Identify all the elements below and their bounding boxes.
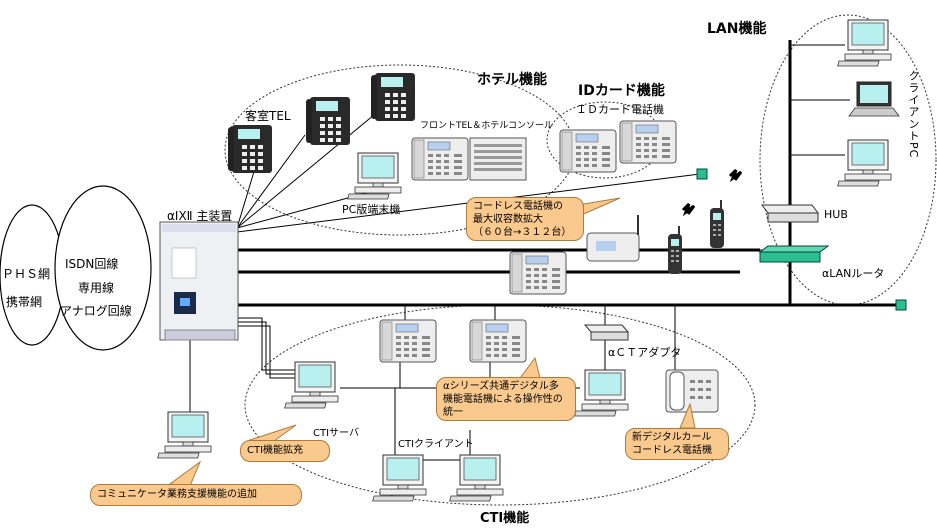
hotel-console bbox=[469, 137, 527, 181]
cti-client-label: CTIクライアント bbox=[398, 439, 474, 450]
lan-end-node bbox=[696, 168, 708, 180]
cti-function-label: CTI機能 bbox=[480, 511, 530, 526]
cct-adapter-label: αＣＴアダプタ bbox=[608, 346, 682, 359]
alpha-lan-router bbox=[758, 245, 830, 263]
new-cordless-callout: 新デジタルカール コードレス電話機 bbox=[625, 428, 729, 460]
cordless-handset bbox=[710, 200, 724, 248]
callout-line: 最大収容数拡大 bbox=[473, 214, 543, 225]
callout-line: コードレス電話機の bbox=[473, 201, 563, 212]
guest-tel-label: 客室TEL bbox=[245, 109, 291, 123]
callout-line: （６０台→３１２台） bbox=[473, 227, 572, 238]
analog-line-label: アナログ回線 bbox=[60, 304, 132, 318]
wireless-signal-icon bbox=[681, 202, 696, 217]
idcard-phone bbox=[559, 129, 617, 173]
cct-adapter bbox=[583, 324, 630, 341]
client-pc-label: クライアントPC bbox=[907, 70, 920, 159]
isdn-label: ISDN回線 bbox=[65, 257, 119, 271]
new-cordless-phone bbox=[665, 369, 719, 413]
main-unit-label: αIXⅡ 主装置 bbox=[167, 209, 233, 223]
cti-expand-callout: CTI機能拡充 bbox=[240, 440, 330, 462]
front-tel-phone bbox=[411, 137, 469, 181]
communicator-callout: コミュニケータ業務支援機能の追加 bbox=[90, 484, 302, 506]
guest-tel-phone bbox=[306, 97, 350, 145]
client-laptop bbox=[848, 81, 900, 117]
cti-client-pc bbox=[449, 454, 504, 502]
main-unit-cabinet bbox=[159, 221, 239, 341]
client-pc bbox=[837, 19, 892, 67]
cti-client-pc bbox=[372, 454, 427, 502]
callout-line: αシリーズ共通デジタル多 bbox=[443, 381, 559, 392]
communicator-pc bbox=[157, 411, 212, 459]
idcard-phone-label: ＩＤカード電話機 bbox=[576, 103, 664, 116]
idcard-function-label: IDカード機能 bbox=[578, 83, 665, 99]
callout-line: 新デジタルカール bbox=[632, 432, 712, 443]
pc-terminal-label: PC版端末機 bbox=[342, 203, 401, 216]
mobile-network-label: 携帯網 bbox=[6, 295, 43, 309]
cti-server-label: CTIサーバ bbox=[313, 428, 359, 439]
hub-label: HUB bbox=[824, 208, 848, 221]
router-label: αLANルータ bbox=[822, 267, 885, 280]
multifunction-phone bbox=[509, 251, 567, 295]
leased-line-label: 専用線 bbox=[78, 281, 115, 295]
cordless-base-station bbox=[586, 215, 640, 262]
wireless-signal-icon bbox=[728, 168, 743, 183]
cordless-capacity-callout: コードレス電話機の 最大収容数拡大 （６０台→３１２台） bbox=[466, 197, 584, 241]
guest-tel-phone bbox=[371, 73, 415, 121]
hub-device bbox=[761, 204, 819, 223]
cti-client-pc bbox=[574, 369, 629, 417]
cordless-handset bbox=[668, 226, 682, 274]
lan-function-label: LAN機能 bbox=[707, 21, 767, 37]
idcard-phone bbox=[619, 120, 677, 164]
phs-network-label: ＰＨＳ網 bbox=[2, 267, 51, 281]
hotel-function-label: ホテル機能 bbox=[477, 72, 547, 88]
pc-terminal bbox=[347, 152, 402, 200]
cti-server-pc bbox=[284, 361, 339, 409]
guest-tel-phone bbox=[228, 125, 272, 173]
callout-line: 機能電話機による操作性の bbox=[443, 394, 563, 405]
client-pc bbox=[837, 139, 892, 187]
front-tel-label: フロントTEL＆ホテルコンソール bbox=[420, 121, 554, 131]
callout-line: コードレス電話機 bbox=[632, 445, 712, 456]
lan-end-node bbox=[895, 299, 907, 311]
callout-line: 統一 bbox=[443, 407, 463, 418]
alpha-series-phone bbox=[469, 319, 527, 363]
alpha-series-callout: αシリーズ共通デジタル多 機能電話機による操作性の 統一 bbox=[436, 377, 576, 421]
line-types-ellipse bbox=[54, 185, 152, 351]
alpha-series-phone bbox=[379, 319, 437, 363]
